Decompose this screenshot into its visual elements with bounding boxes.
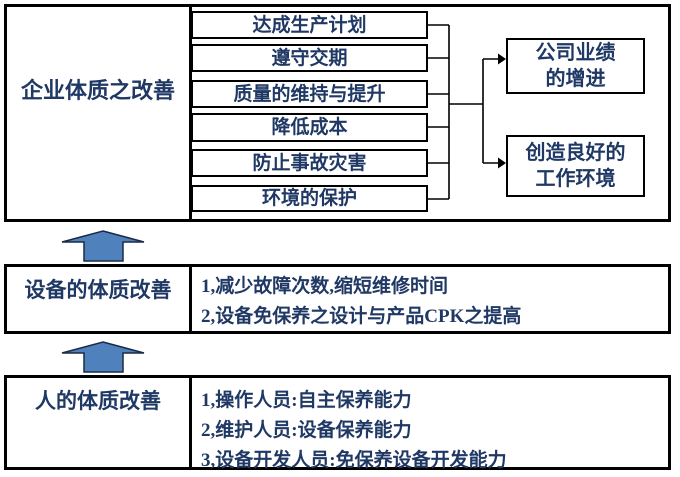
arrowhead-top-icon bbox=[498, 53, 506, 65]
goal-box-safety: 防止事故灾害 bbox=[191, 149, 428, 177]
detail-line: 2,维护人员:设备保养能力 bbox=[201, 420, 412, 441]
people-improvement-box: 人的体质改善 1,操作人员:自主保养能力 2,维护人员:设备保养能力 3,设备开… bbox=[4, 375, 671, 471]
outcome-line: 公司业绩 bbox=[535, 42, 616, 64]
people-improvement-label: 人的体质改善 bbox=[7, 378, 192, 467]
goal-box-cost: 降低成本 bbox=[191, 113, 428, 142]
equipment-improvement-label: 设备的体质改善 bbox=[7, 267, 192, 331]
outcome-line: 创造良好的 bbox=[525, 142, 626, 164]
outcome-line: 的增进 bbox=[545, 68, 606, 90]
goal-box-production-plan: 达成生产计划 bbox=[191, 11, 428, 39]
goal-box-environment: 环境的保护 bbox=[191, 185, 428, 212]
outcome-box-company-performance: 公司业绩 的增进 bbox=[506, 38, 645, 94]
outcome-box-work-environment: 创造良好的 工作环境 bbox=[506, 135, 645, 197]
detail-line: 3,设备开发人员:免保养设备开发能力 bbox=[201, 450, 507, 471]
goal-box-quality: 质量的维持与提升 bbox=[191, 80, 428, 108]
enterprise-improvement-label: 企业体质之改善 bbox=[7, 7, 192, 219]
detail-line: 2,设备免保养之设计与产品CPK之提高 bbox=[201, 306, 522, 327]
detail-line: 1,操作人员:自主保养能力 bbox=[201, 390, 412, 411]
outcome-line: 工作环境 bbox=[535, 168, 616, 190]
equipment-improvement-box: 设备的体质改善 1,减少故障次数,缩短维修时间 2,设备免保养之设计与产品CPK… bbox=[4, 264, 671, 334]
equipment-improvement-details: 1,减少故障次数,缩短维修时间 2,设备免保养之设计与产品CPK之提高 bbox=[192, 267, 668, 331]
up-arrow-icon bbox=[61, 230, 145, 262]
arrowhead-bottom-icon bbox=[498, 157, 506, 169]
detail-line: 1,减少故障次数,缩短维修时间 bbox=[201, 276, 449, 297]
people-improvement-details: 1,操作人员:自主保养能力 2,维护人员:设备保养能力 3,设备开发人员:免保养… bbox=[192, 378, 668, 471]
goal-box-delivery: 遵守交期 bbox=[191, 44, 428, 72]
up-arrow-icon bbox=[61, 341, 145, 373]
